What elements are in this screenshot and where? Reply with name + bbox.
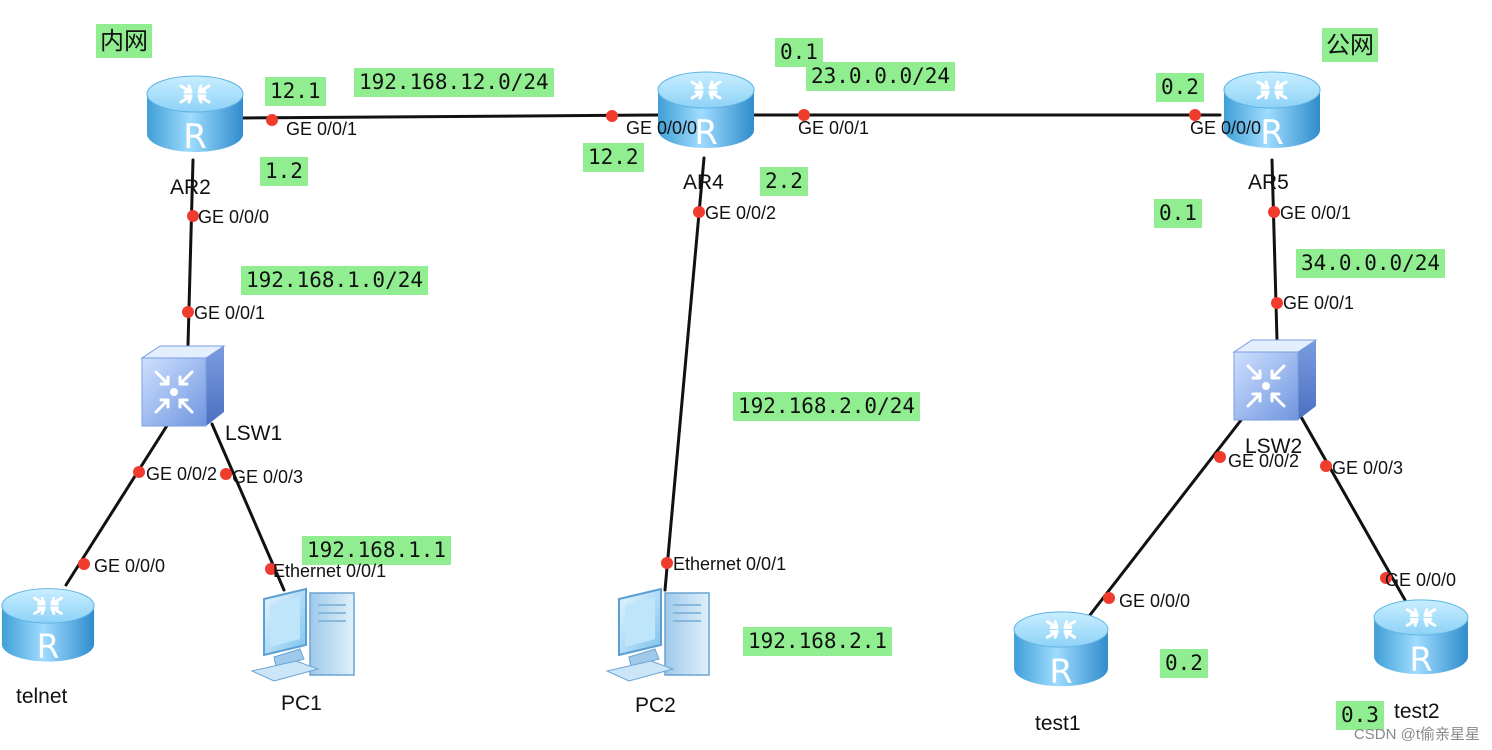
device-name-lsw2: LSW2	[1245, 435, 1303, 458]
router-test1-icon[interactable]	[1012, 610, 1110, 692]
network-1-label: 192.168.1.0/24	[241, 266, 429, 295]
router-ar5-icon[interactable]	[1222, 70, 1322, 155]
port-dot	[1189, 109, 1201, 121]
port-ar4-g1: GE 0/0/1	[798, 118, 870, 138]
port-dots	[78, 109, 1392, 604]
device-name-ar4: AR4	[683, 171, 724, 194]
port-dot	[182, 306, 194, 318]
addr-ar5-g0: 0.2	[1156, 73, 1204, 102]
port-lsw2-g2: GE 0/0/2	[1228, 451, 1300, 471]
link-ar5-lsw2	[1270, 158, 1279, 342]
addr-ar4-g2: 2.2	[760, 167, 808, 196]
network-23-label: 23.0.0.0/24	[806, 62, 956, 91]
addr-pc2: 192.168.2.1	[743, 627, 893, 656]
router-ar2-icon[interactable]	[145, 74, 245, 159]
addr-ar5-g1: 0.1	[1154, 199, 1202, 228]
port-dot	[265, 563, 277, 575]
switch-lsw2-icon[interactable]	[1232, 338, 1318, 422]
addr-test1: 0.2	[1160, 649, 1208, 678]
link-ar2-ar4	[240, 113, 662, 120]
watermark: CSDN @t偷亲星星	[1353, 726, 1480, 743]
port-lsw2-g3: GE 0/0/3	[1332, 458, 1404, 478]
link-lsw1-pc1	[210, 422, 286, 592]
addr-ar4-g0: 12.2	[583, 143, 644, 172]
router-ar4-icon[interactable]	[656, 70, 756, 155]
device-name-pc1: PC1	[281, 692, 322, 715]
port-ar2-g0: GE 0/0/0	[198, 207, 270, 227]
port-dot	[187, 210, 199, 222]
port-lsw1-g3: GE 0/0/3	[232, 467, 304, 487]
port-dot	[798, 109, 810, 121]
network-12-label: 192.168.12.0/24	[354, 68, 554, 97]
port-dot	[1214, 451, 1226, 463]
device-name-telnet: telnet	[16, 685, 68, 708]
zone-public-label: 公网	[1322, 28, 1378, 62]
port-dot	[1103, 592, 1115, 604]
port-dot	[1320, 460, 1332, 472]
link-lsw2-test2	[1298, 413, 1407, 602]
port-pc1-eth: Ethernet 0/0/1	[273, 561, 387, 581]
port-pc2-eth: Ethernet 0/0/1	[673, 554, 787, 574]
network-34-label: 34.0.0.0/24	[1296, 249, 1446, 278]
network-2-label: 192.168.2.0/24	[733, 392, 921, 421]
port-dot	[266, 114, 278, 126]
switch-lsw1-icon[interactable]	[140, 344, 226, 428]
port-test2-g0: GE 0/0/0	[1385, 570, 1457, 590]
addr-ar4-g1: 0.1	[775, 38, 823, 67]
port-dot	[220, 468, 232, 480]
addr-pc1: 192.168.1.1	[302, 536, 452, 565]
port-dot	[1268, 206, 1280, 218]
port-lsw1-g1: GE 0/0/1	[194, 303, 266, 323]
port-ar5-g1: GE 0/0/1	[1280, 203, 1352, 223]
port-ar4-g0: GE 0/0/0	[626, 118, 698, 138]
addr-ar2-g0: 1.2	[260, 157, 308, 186]
router-test2-icon[interactable]	[1372, 598, 1470, 680]
port-ar4-g2: GE 0/0/2	[705, 203, 777, 223]
port-lsw1-g2: GE 0/0/2	[146, 464, 218, 484]
port-dot	[78, 558, 90, 570]
port-lsw2-g1: GE 0/0/1	[1283, 293, 1355, 313]
port-dot	[133, 466, 145, 478]
port-dot	[661, 557, 673, 569]
port-test1-g0: GE 0/0/0	[1119, 591, 1191, 611]
pc1-icon[interactable]	[251, 588, 355, 682]
link-lsw2-test1	[1088, 413, 1247, 617]
pc2-icon[interactable]	[606, 588, 710, 682]
device-name-ar5: AR5	[1248, 171, 1289, 194]
addr-test2: 0.3	[1336, 701, 1384, 730]
port-dot	[1271, 297, 1283, 309]
device-name-pc2: PC2	[635, 694, 676, 717]
router-telnet-icon[interactable]	[0, 587, 96, 668]
port-dot	[693, 206, 705, 218]
port-telnet-g0: GE 0/0/0	[94, 556, 166, 576]
port-ar2-g1: GE 0/0/1	[286, 119, 358, 139]
addr-ar2-g1: 12.1	[265, 77, 326, 106]
device-name-lsw1: LSW1	[225, 422, 283, 445]
link-ar4-pc2	[663, 156, 706, 592]
port-dot	[1380, 572, 1392, 584]
device-name-test2: test2	[1394, 700, 1440, 723]
device-name-ar2: AR2	[170, 176, 211, 199]
zone-inner-label: 内网	[96, 24, 152, 58]
links	[64, 113, 1407, 617]
device-name-test1: test1	[1035, 712, 1081, 735]
port-ar5-g0: GE 0/0/0	[1190, 118, 1262, 138]
port-dot	[606, 110, 618, 122]
